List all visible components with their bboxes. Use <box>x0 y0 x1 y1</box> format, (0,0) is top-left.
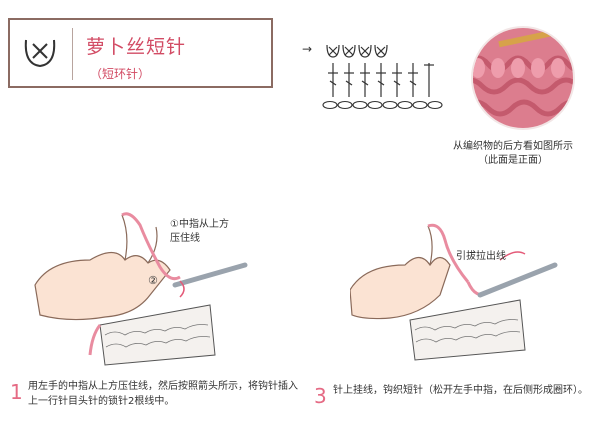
chart-arrow: → <box>302 42 312 56</box>
middle-stitches <box>328 63 434 97</box>
marker-2: ② <box>148 274 158 287</box>
note-press-yarn-line1: ①中指从上方 <box>170 219 229 230</box>
stitch-chart: → <box>302 42 443 110</box>
step-number-1: 1 <box>10 380 23 404</box>
sample-photo <box>471 26 575 130</box>
page-title: 萝卜丝短针 <box>86 36 187 58</box>
top-crossed-stitches <box>326 44 388 58</box>
step-text-1: 用左手的中指从上方压住线，然后按照箭头所示，将钩针插入上一行针目头针的锁针2根线… <box>28 381 298 407</box>
chain-row <box>322 100 443 110</box>
note-press-yarn: ①中指从上方 压住线 <box>170 218 229 246</box>
hand-illustration-step3 <box>350 223 558 361</box>
note-pull-through: 引拔拉出线 <box>456 251 506 262</box>
photo-caption: 从编织物的后方看如图所示 （此面是正面） <box>428 140 598 168</box>
step-text-3: 针上挂线，钩织短针（松开左手中指，在后侧形成圈环）。 <box>333 385 588 396</box>
step-number-3: 3 <box>314 384 327 408</box>
title-divider <box>72 28 73 80</box>
note-press-yarn-line2: 压住线 <box>170 233 200 244</box>
hand-illustration-step1 <box>34 212 248 366</box>
title-box: 萝卜丝短针 （短环针） <box>8 18 273 88</box>
photo-caption-line2: （此面是正面） <box>478 155 548 166</box>
page-subtitle: （短环针） <box>90 67 151 81</box>
crossed-loop-stitch-icon <box>24 39 56 68</box>
photo-caption-line1: 从编织物的后方看如图所示 <box>453 141 573 152</box>
